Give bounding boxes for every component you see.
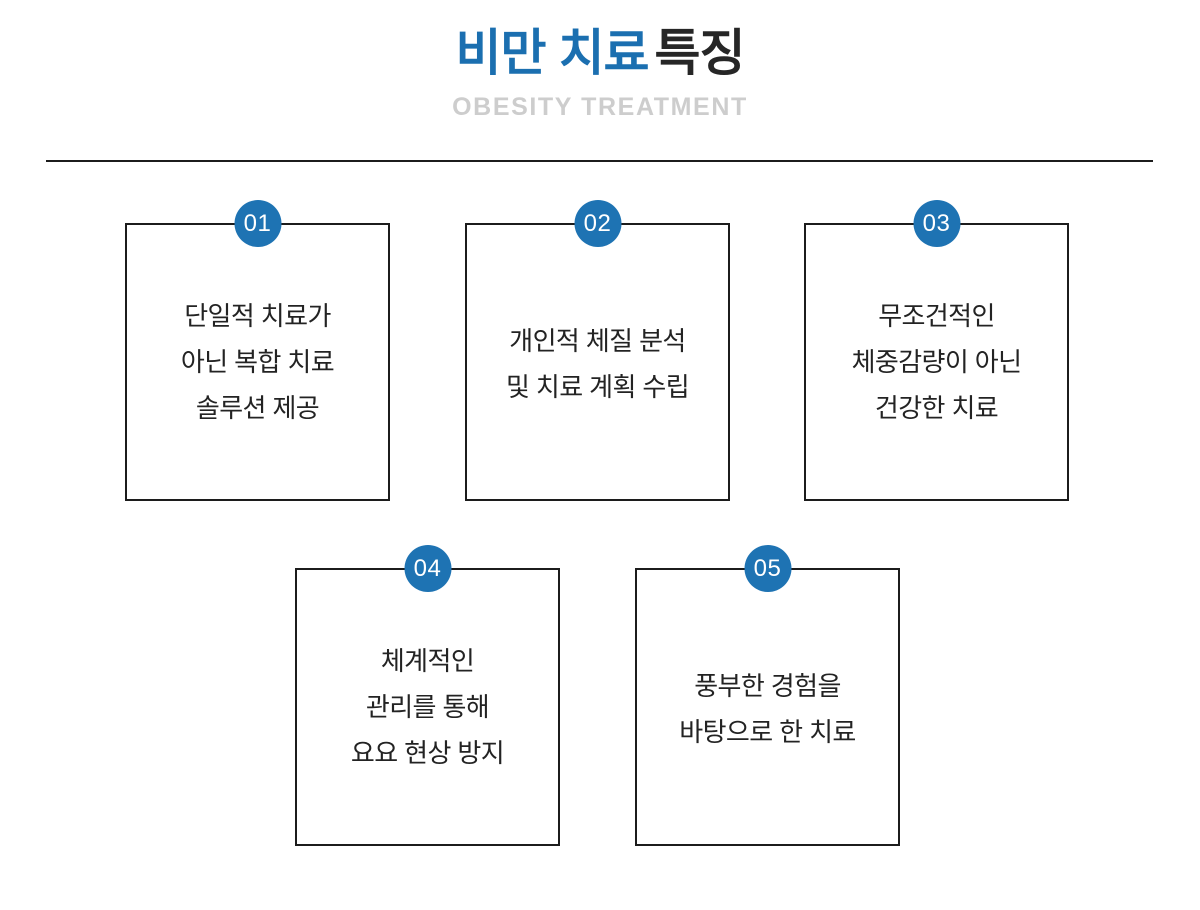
- page-title-rest: 특징: [654, 25, 745, 81]
- card-body: 개인적 체질 분석 및 치료 계획 수립: [467, 225, 728, 499]
- feature-card-02: 02 개인적 체질 분석 및 치료 계획 수립: [465, 200, 730, 501]
- page-subtitle: OBESITY TREATMENT: [452, 93, 748, 121]
- page-title-highlight: 비만 치료: [455, 25, 650, 81]
- header-divider: [46, 160, 1153, 162]
- card-text-line: 개인적 체질 분석: [509, 326, 686, 356]
- card-text-line: 요요 현상 방지: [350, 738, 505, 768]
- card-body: 체계적인 관리를 통해 요요 현상 방지: [297, 570, 558, 844]
- card-number-badge: 01: [234, 200, 281, 247]
- card-body: 풍부한 경험을 바탕으로 한 치료: [637, 570, 898, 844]
- card-text-line: 풍부한 경험을: [694, 671, 841, 701]
- card-text-line: 바탕으로 한 치료: [679, 717, 856, 747]
- card-text-line: 및 치료 계획 수립: [505, 372, 690, 402]
- card-number-badge: 05: [744, 545, 791, 592]
- card-text-line: 체계적인: [380, 646, 475, 676]
- card-body: 무조건적인 체중감량이 아닌 건강한 치료: [806, 225, 1067, 499]
- feature-card-01: 01 단일적 치료가 아닌 복합 치료 솔루션 제공: [125, 200, 390, 501]
- card-text-line: 단일적 치료가: [184, 301, 331, 331]
- card-number-badge: 02: [574, 200, 621, 247]
- card-text-line: 체중감량이 아닌: [851, 347, 1022, 377]
- card-text-line: 관리를 통해: [365, 692, 490, 722]
- card-text-line: 건강한 치료: [874, 393, 999, 423]
- feature-card-04: 04 체계적인 관리를 통해 요요 현상 방지: [295, 545, 560, 846]
- card-text-line: 솔루션 제공: [195, 393, 320, 423]
- card-number-badge: 03: [913, 200, 960, 247]
- card-text-line: 아닌 복합 치료: [180, 347, 335, 377]
- feature-card-03: 03 무조건적인 체중감량이 아닌 건강한 치료: [804, 200, 1069, 501]
- card-body: 단일적 치료가 아닌 복합 치료 솔루션 제공: [127, 225, 388, 499]
- card-text-line: 무조건적인: [878, 301, 995, 331]
- feature-card-05: 05 풍부한 경험을 바탕으로 한 치료: [635, 545, 900, 846]
- card-number-badge: 04: [404, 545, 451, 592]
